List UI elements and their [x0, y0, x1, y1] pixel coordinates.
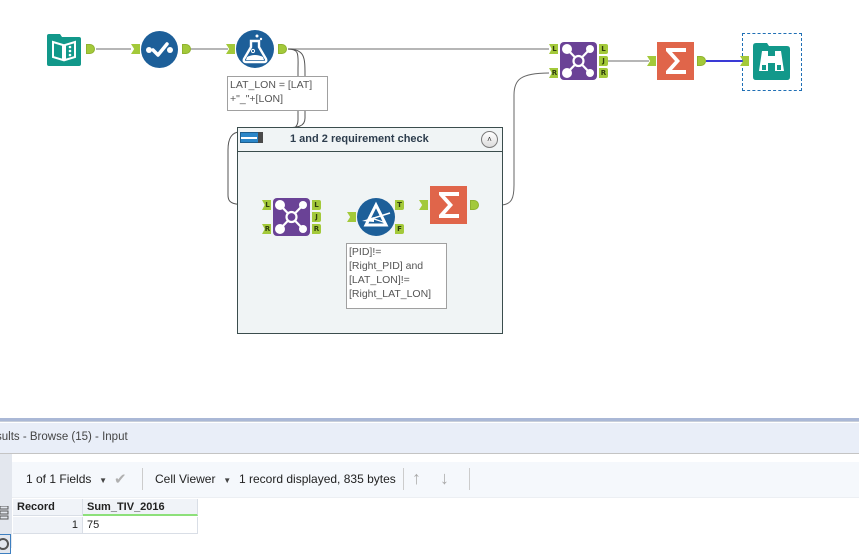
- summarize-inner-tool[interactable]: [430, 186, 467, 224]
- filter-annotation: [PID]!= [Right_PID] and [LAT_LON]!= [Rig…: [346, 243, 447, 309]
- table-row-record-number: 1: [13, 517, 83, 534]
- container-header: 1 and 2 requirement check ˄: [238, 128, 502, 152]
- arrow-up-icon[interactable]: ↑: [412, 468, 421, 488]
- table-row-value[interactable]: 75: [83, 517, 198, 534]
- workflow-canvas[interactable]: LAT_LON = [LAT] +"_"+[LON] L R L J R: [0, 0, 859, 418]
- filter-true-anchor[interactable]: T: [395, 200, 404, 210]
- browse-input-anchor[interactable]: [740, 56, 749, 66]
- apply-checkmark-button[interactable]: ✔: [114, 471, 127, 488]
- join-inner-right-anchor[interactable]: R: [262, 224, 271, 234]
- cell-viewer-dropdown[interactable]: Cell Viewer ▼: [155, 472, 231, 486]
- chevron-up-icon: ˄: [487, 135, 492, 144]
- filter-false-anchor[interactable]: F: [395, 224, 404, 234]
- refresh-icon: [0, 538, 9, 550]
- results-title-bar: sults - Browse (15) - Input: [0, 423, 859, 454]
- checkmark-icon: [141, 31, 178, 68]
- summarize-inner-input-anchor[interactable]: [419, 200, 428, 210]
- join-inner-tool[interactable]: [273, 198, 310, 236]
- join-icon: [273, 198, 310, 236]
- summarize-top-input-anchor[interactable]: [647, 56, 656, 66]
- summarize-top-output-anchor[interactable]: [697, 56, 706, 66]
- join-top-left-anchor[interactable]: L: [549, 44, 558, 54]
- fields-label: 1 of 1 Fields: [26, 472, 92, 486]
- container-toggle-knob[interactable]: [258, 132, 263, 143]
- filter-input-anchor[interactable]: [347, 212, 356, 222]
- sigma-icon: [430, 186, 467, 224]
- sigma-icon: [657, 42, 694, 80]
- book-icon: [47, 34, 81, 66]
- collapse-container-button[interactable]: ˄: [481, 131, 498, 148]
- input-data-tool[interactable]: [46, 31, 82, 67]
- records-status: 1 record displayed, 835 bytes: [239, 472, 396, 486]
- chevron-down-icon: ▼: [94, 476, 108, 485]
- browse-tool-selection[interactable]: [742, 33, 802, 91]
- chevron-down-icon: ▼: [218, 476, 232, 485]
- results-side-strip: [0, 454, 12, 554]
- filter-annotation-line-3: [LAT_LON]!=: [349, 274, 410, 286]
- metadata-view-button[interactable]: [0, 534, 11, 554]
- filter-annotation-line-2: [Right_PID] and: [349, 260, 424, 272]
- formula-annotation: LAT_LON = [LAT] +"_"+[LON]: [227, 76, 328, 111]
- column-header-record[interactable]: Record: [13, 499, 83, 516]
- join-top-left-output-anchor[interactable]: L: [599, 44, 608, 54]
- formula-output-anchor[interactable]: [278, 44, 287, 54]
- table-view-icon[interactable]: [0, 506, 9, 520]
- browse-tool[interactable]: [753, 43, 790, 80]
- toolbar-separator: [142, 468, 143, 490]
- flask-icon: [236, 30, 274, 68]
- arrow-down-icon[interactable]: ↓: [440, 468, 449, 488]
- container-title: 1 and 2 requirement check: [290, 133, 429, 145]
- fields-dropdown[interactable]: 1 of 1 Fields ▼: [26, 472, 107, 486]
- join-top-right-anchor[interactable]: R: [549, 68, 558, 78]
- formula-annotation-line-2: +"_"+[LON]: [230, 93, 283, 105]
- filter-icon: [357, 198, 395, 236]
- summarize-inner-output-anchor[interactable]: [470, 200, 479, 210]
- join-icon: [560, 42, 597, 80]
- formula-input-anchor[interactable]: [226, 44, 235, 54]
- results-splitter[interactable]: [0, 418, 859, 422]
- filter-annotation-line-4: [Right_LAT_LON]: [349, 288, 432, 300]
- join-top-right-output-anchor[interactable]: R: [599, 68, 608, 78]
- join-inner-right-output-anchor[interactable]: R: [312, 224, 321, 234]
- join-inner-join-output-anchor[interactable]: J: [312, 212, 321, 222]
- formula-annotation-line-1: LAT_LON = [LAT]: [230, 79, 313, 91]
- results-title: sults - Browse (15) - Input: [0, 431, 128, 443]
- cell-viewer-label: Cell Viewer: [155, 472, 216, 486]
- join-inner-left-output-anchor[interactable]: L: [312, 200, 321, 210]
- select-tool[interactable]: [141, 31, 178, 68]
- select-output-anchor[interactable]: [182, 44, 191, 54]
- formula-tool[interactable]: [236, 30, 274, 68]
- join-top-tool[interactable]: [560, 42, 597, 80]
- toolbar-separator: [403, 468, 404, 490]
- input-output-anchor[interactable]: [86, 44, 95, 54]
- column-header-sum-tiv-2016[interactable]: Sum_TIV_2016: [83, 499, 198, 516]
- results-pane: sults - Browse (15) - Input 1 of 1 Field…: [0, 418, 859, 554]
- binoculars-icon: [753, 43, 790, 80]
- filter-annotation-line-1: [PID]!=: [349, 246, 382, 258]
- join-inner-left-anchor[interactable]: L: [262, 200, 271, 210]
- toolbar-separator: [469, 468, 470, 490]
- select-input-anchor[interactable]: [131, 44, 140, 54]
- summarize-top-tool[interactable]: [657, 42, 694, 80]
- join-top-join-output-anchor[interactable]: J: [599, 56, 608, 66]
- wire-summarize-join-top-right: [479, 72, 550, 206]
- filter-tool[interactable]: [357, 198, 395, 236]
- results-toolbar: 1 of 1 Fields ▼ ✔ Cell Viewer ▼ 1 record…: [12, 462, 859, 498]
